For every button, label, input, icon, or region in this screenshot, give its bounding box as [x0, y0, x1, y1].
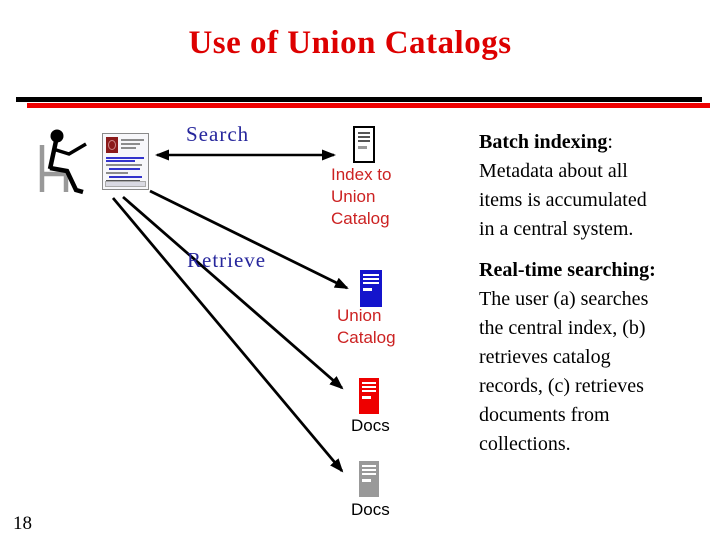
retrieve-label: Retrieve: [187, 248, 267, 272]
docs-server-2-label: Docs: [351, 500, 390, 519]
search-label: Search: [186, 122, 250, 146]
page-number: 18: [13, 513, 32, 534]
webpage-logo-icon: [106, 137, 118, 153]
docs-server-2-icon: [359, 461, 379, 497]
arrow-to-docs-1: [122, 195, 344, 390]
batch-indexing-note: Batch indexing: Metadata about all items…: [479, 128, 704, 244]
arrow-to-docs-2: [111, 197, 344, 473]
index-server-icon: [353, 126, 375, 163]
webpage-footer-bar: [105, 181, 146, 187]
batch-indexing-heading: Batch indexing:: [479, 131, 613, 153]
slide-title: Use of Union Catalogs: [188, 25, 512, 61]
docs-server-1-label: Docs: [351, 416, 390, 435]
docs-server-1-icon: [359, 378, 379, 414]
title-rule-red: [27, 103, 710, 108]
union-catalog-label: Union Catalog: [337, 306, 396, 347]
arrow-to-union-catalog: [149, 189, 349, 290]
person-head: [50, 129, 64, 143]
webpage-thumbnail: [102, 133, 149, 190]
title-rule-black: [16, 97, 702, 102]
realtime-searching-note: Real-time searching: The user (a) search…: [479, 256, 704, 459]
realtime-searching-heading: Real-time searching:: [479, 259, 656, 281]
union-catalog-server-icon: [360, 270, 382, 307]
index-server-label: Index to Union Catalog: [331, 165, 392, 228]
person-figure: [47, 129, 87, 195]
chair: [39, 145, 69, 192]
